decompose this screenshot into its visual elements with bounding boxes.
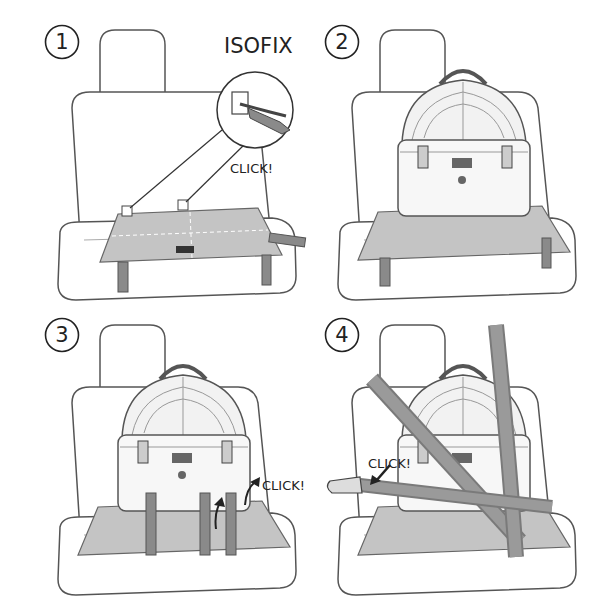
step-number: 3	[44, 317, 80, 353]
step-circle: 2	[324, 24, 360, 60]
step-circle: 1	[44, 24, 80, 60]
sound-label: CLICK!	[368, 456, 411, 471]
step-circle: 4	[324, 317, 360, 353]
feature-label: ISOFIX	[224, 34, 293, 58]
step-circle: 3	[44, 317, 80, 353]
panel-four	[327, 325, 576, 595]
sound-label: CLICK!	[262, 478, 305, 493]
step-number: 2	[324, 24, 360, 60]
panel-two	[338, 30, 576, 300]
step-number: 4	[324, 317, 360, 353]
panel-one	[58, 30, 306, 300]
step-number: 1	[44, 24, 80, 60]
sound-label: CLICK!	[230, 161, 273, 176]
panel-three	[58, 325, 296, 595]
